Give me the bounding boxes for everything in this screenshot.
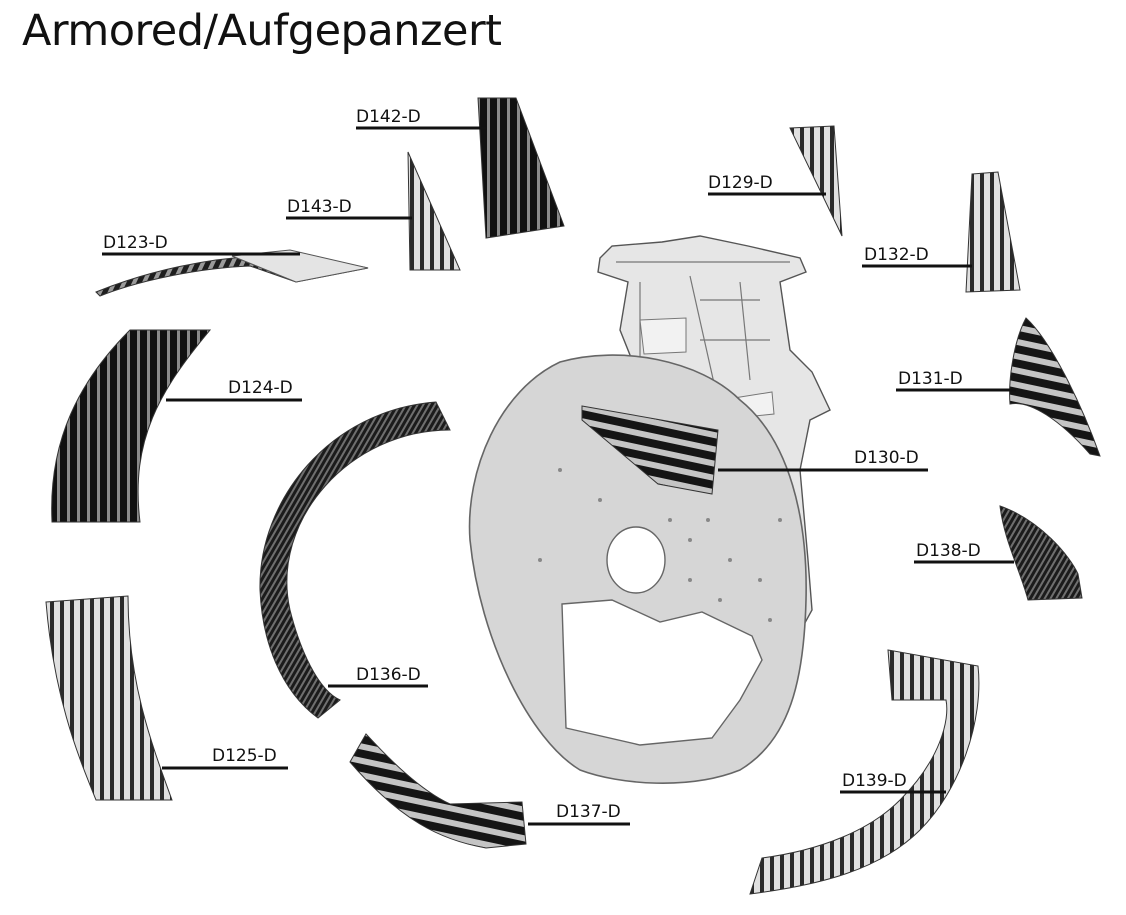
label-d139: D139-D: [842, 771, 907, 791]
part-d131: [1009, 317, 1101, 457]
part-d138: [999, 505, 1083, 601]
part-d124: [51, 329, 212, 523]
label-d142: D142-D: [356, 107, 421, 127]
part-d137: [349, 733, 527, 849]
label-d125: D125-D: [212, 746, 277, 766]
label-d132: D132-D: [864, 245, 929, 265]
label-d123: D123-D: [103, 233, 168, 253]
label-d124: D124-D: [228, 378, 293, 398]
part-d143: [407, 151, 461, 271]
label-d129: D129-D: [708, 173, 773, 193]
part-d125: [45, 595, 173, 801]
part-d123-top: [231, 249, 369, 283]
part-d142: [477, 97, 565, 239]
part-d136: [259, 401, 451, 719]
label-d137: D137-D: [556, 802, 621, 822]
part-d139: [749, 649, 980, 895]
label-d131: D131-D: [898, 369, 963, 389]
label-d138: D138-D: [916, 541, 981, 561]
part-d132: [965, 171, 1021, 293]
part-d130: [581, 405, 719, 495]
label-d130: D130-D: [854, 448, 919, 468]
label-d143: D143-D: [287, 197, 352, 217]
chassis-body: [468, 235, 831, 784]
part-d129: [789, 125, 843, 237]
label-d136: D136-D: [356, 665, 421, 685]
page-title: Armored/Aufgepanzert: [22, 6, 502, 56]
